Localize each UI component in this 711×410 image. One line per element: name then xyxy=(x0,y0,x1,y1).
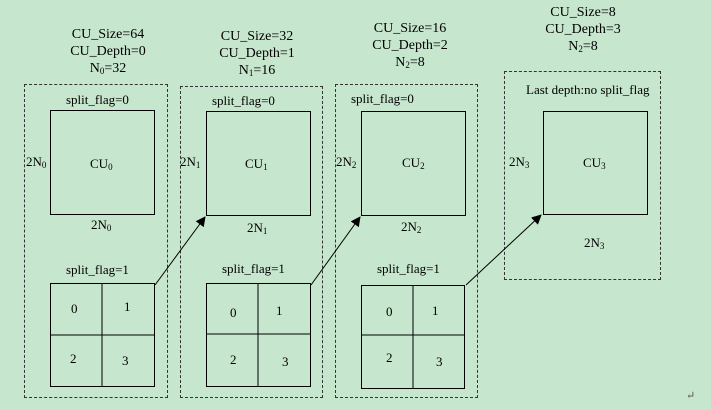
stage1-cu-depth: CU_Depth=1 xyxy=(219,46,295,61)
stage1-panel xyxy=(180,86,323,398)
stage1-quad-0: 0 xyxy=(230,305,237,320)
stage0-cu-depth: CU_Depth=0 xyxy=(70,44,146,59)
arrow-stage0-to-stage1 xyxy=(154,216,206,286)
stage2-side-dimension: 2N2 xyxy=(336,154,357,170)
stage2-cu-label: CU2 xyxy=(402,155,425,171)
stage0-quad-1: 1 xyxy=(124,299,131,314)
stage0-cu-block xyxy=(50,110,155,215)
stage2-n-value: N2=8 xyxy=(395,55,425,70)
stage0-side-dimension: 2N0 xyxy=(26,154,47,170)
stage2-bottom-dimension: 2N2 xyxy=(401,219,422,235)
stage2-split-flag-top: split_flag=0 xyxy=(351,91,414,106)
stage0-cu-size: CU_Size=64 xyxy=(71,27,145,42)
stage1-n-value: N1=16 xyxy=(238,63,276,78)
stage3-header: CU_Size=8 CU_Depth=3 N2=8 xyxy=(528,4,638,58)
stage0-split-flag-bottom: split_flag=1 xyxy=(66,262,129,277)
stage2-quad-1: 1 xyxy=(432,303,439,318)
stage1-cu-block xyxy=(206,111,311,216)
stage0-panel xyxy=(24,84,168,398)
stage2-cu-block xyxy=(361,111,466,216)
stage2-cu-size: CU_Size=16 xyxy=(373,21,447,36)
stage3-side-dimension: 2N3 xyxy=(509,154,530,170)
stage3-panel xyxy=(504,71,661,280)
stage2-cu-depth: CU_Depth=2 xyxy=(372,38,448,53)
stage2-quad-0: 0 xyxy=(386,304,393,319)
stage3-bottom-dimension: 2N3 xyxy=(584,235,605,251)
stage0-quad-2: 2 xyxy=(70,351,77,366)
stage0-header: CU_Size=64 CU_Depth=0 N0=32 xyxy=(53,26,163,80)
stage1-bottom-dimension: 2N1 xyxy=(247,220,268,236)
stage3-cu-size: CU_Size=8 xyxy=(550,5,616,20)
stage0-cu-label: CU0 xyxy=(90,156,113,172)
stage2-quad-3: 3 xyxy=(436,354,443,369)
stage1-split-flag-bottom: split_flag=1 xyxy=(222,261,285,276)
stage0-split-flag-top: split_flag=0 xyxy=(66,92,129,107)
stage1-cu-label: CU1 xyxy=(245,156,268,172)
stage3-cu-depth: CU_Depth=3 xyxy=(545,22,621,37)
stage0-quad-3: 3 xyxy=(122,353,129,368)
arrow-stage2-to-stage3 xyxy=(465,214,542,286)
stage0-n-value: N0=32 xyxy=(89,61,127,76)
stage1-split-flag-top: split_flag=0 xyxy=(212,93,275,108)
stage1-quad-3: 3 xyxy=(282,354,289,369)
stage1-quad-2: 2 xyxy=(230,352,237,367)
stage2-quad-2: 2 xyxy=(386,350,393,365)
stage1-header: CU_Size=32 CU_Depth=1 N1=16 xyxy=(202,28,312,82)
arrow-stage1-to-stage2 xyxy=(310,216,361,286)
stage2-panel xyxy=(335,84,478,398)
stage0-quad-0: 0 xyxy=(71,301,78,316)
stage3-cu-block xyxy=(543,111,648,215)
stage2-split-flag-bottom: split_flag=1 xyxy=(377,261,440,276)
stage1-cu-size: CU_Size=32 xyxy=(220,29,294,44)
stage3-last-depth-note: Last depth:no split_flag xyxy=(526,82,650,97)
stage3-cu-label: CU3 xyxy=(583,155,606,171)
stage0-bottom-dimension: 2N0 xyxy=(91,217,112,233)
return-mark: ↵ xyxy=(686,390,696,402)
stage2-header: CU_Size=16 CU_Depth=2 N2=8 xyxy=(355,20,465,74)
stage1-side-dimension: 2N1 xyxy=(180,154,201,170)
stage1-quad-1: 1 xyxy=(276,303,283,318)
stage3-n-value: N2=8 xyxy=(568,39,598,54)
